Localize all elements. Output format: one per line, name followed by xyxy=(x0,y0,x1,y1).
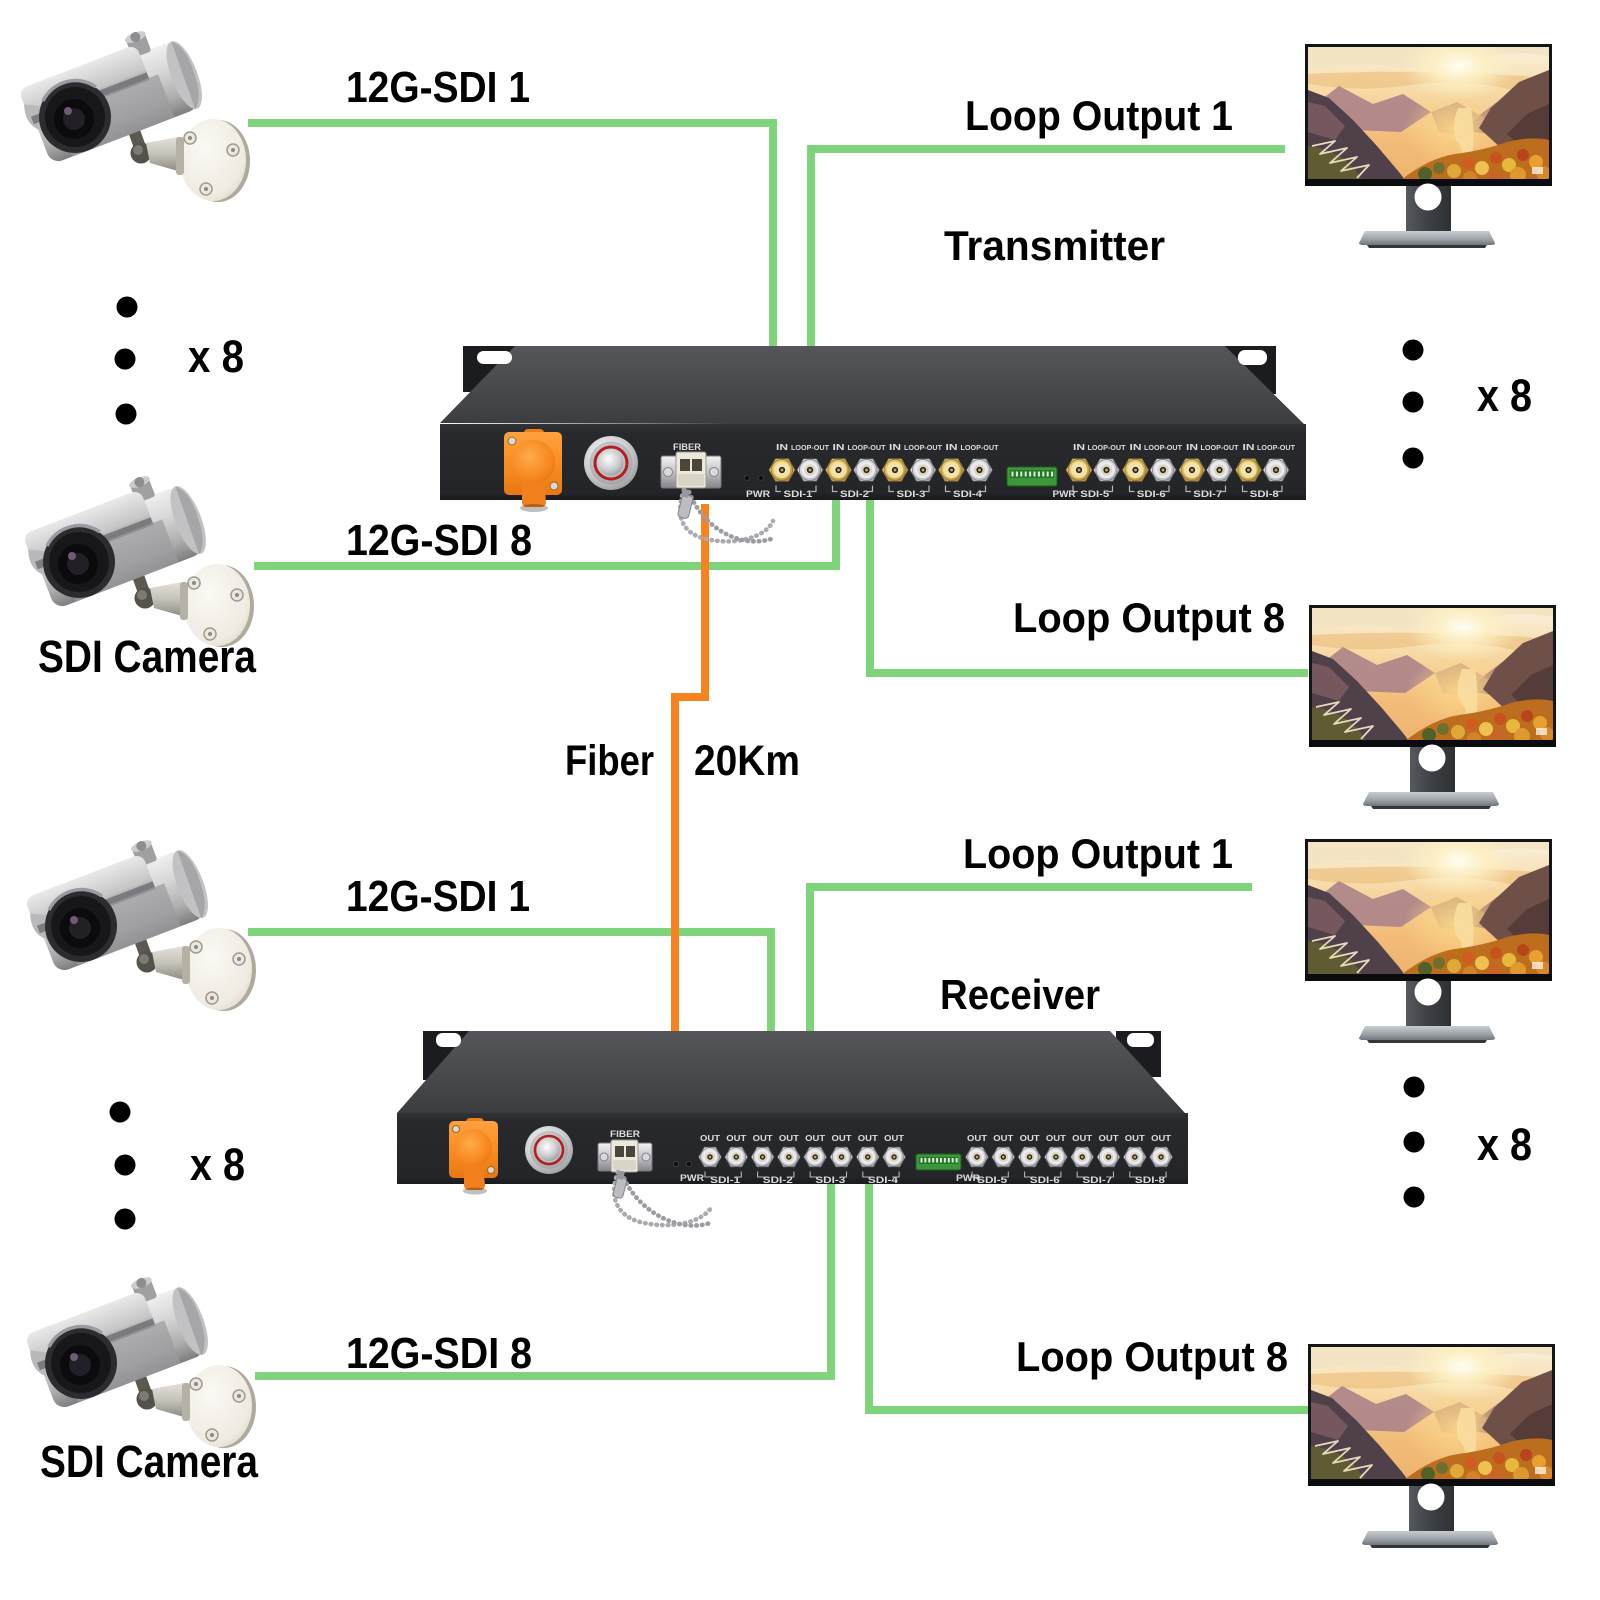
svg-text:SDI-3: SDI-3 xyxy=(897,489,926,500)
svg-text:OUT: OUT xyxy=(753,1133,774,1143)
svg-text:x 8: x 8 xyxy=(1477,1119,1532,1170)
svg-text:OUT: OUT xyxy=(858,1133,879,1143)
svg-text:LOOP-OUT: LOOP-OUT xyxy=(1257,445,1296,452)
svg-text:x 8: x 8 xyxy=(188,331,244,382)
svg-text:SDI Camera: SDI Camera xyxy=(40,1436,259,1487)
svg-text:Loop Output 8: Loop Output 8 xyxy=(1013,594,1285,641)
svg-text:IN: IN xyxy=(946,442,958,452)
svg-text:PWR: PWR xyxy=(746,489,770,500)
svg-text:Loop Output 1: Loop Output 1 xyxy=(965,92,1233,139)
svg-text:SDI-7: SDI-7 xyxy=(1082,1175,1112,1186)
svg-text:OUT: OUT xyxy=(884,1133,905,1143)
svg-text:SDI-5: SDI-5 xyxy=(977,1175,1008,1186)
svg-text:OUT: OUT xyxy=(1125,1133,1146,1143)
svg-text:Fiber: Fiber xyxy=(565,737,654,785)
svg-text:LOOP-OUT: LOOP-OUT xyxy=(1088,445,1127,452)
svg-text:IN: IN xyxy=(833,442,845,452)
svg-text:IN: IN xyxy=(1186,442,1198,452)
svg-text:LOOP-OUT: LOOP-OUT xyxy=(791,445,830,452)
svg-text:12G-SDI 8: 12G-SDI 8 xyxy=(346,1329,532,1378)
svg-text:SDI-6: SDI-6 xyxy=(1137,489,1166,500)
svg-text:IN: IN xyxy=(1130,442,1142,452)
svg-text:x 8: x 8 xyxy=(1477,370,1532,421)
svg-text:SDI-4: SDI-4 xyxy=(868,1175,899,1186)
svg-text:LOOP-OUT: LOOP-OUT xyxy=(848,445,887,452)
svg-text:Receiver: Receiver xyxy=(940,971,1100,1018)
svg-text:IN: IN xyxy=(1073,442,1085,452)
svg-text:Loop Output 1: Loop Output 1 xyxy=(963,830,1233,877)
svg-text:SDI-2: SDI-2 xyxy=(840,489,869,500)
svg-text:LOOP-OUT: LOOP-OUT xyxy=(961,445,1000,452)
svg-text:SDI-8: SDI-8 xyxy=(1135,1175,1165,1186)
svg-text:LOOP-OUT: LOOP-OUT xyxy=(904,445,943,452)
svg-text:OUT: OUT xyxy=(1046,1133,1067,1143)
svg-text:SDI-1: SDI-1 xyxy=(784,489,814,500)
svg-text:OUT: OUT xyxy=(993,1133,1014,1143)
svg-text:PWR: PWR xyxy=(1053,489,1076,500)
svg-text:SDI-3: SDI-3 xyxy=(815,1175,845,1186)
svg-text:SDI-2: SDI-2 xyxy=(763,1175,793,1186)
svg-text:OUT: OUT xyxy=(1020,1133,1041,1143)
svg-text:OUT: OUT xyxy=(779,1133,800,1143)
svg-text:x 8: x 8 xyxy=(190,1139,245,1190)
svg-text:12G-SDI 1: 12G-SDI 1 xyxy=(346,63,530,112)
svg-text:SDI-5: SDI-5 xyxy=(1080,489,1110,500)
svg-text:SDI-4: SDI-4 xyxy=(953,489,983,500)
svg-text:OUT: OUT xyxy=(1072,1133,1093,1143)
svg-text:OUT: OUT xyxy=(967,1133,988,1143)
svg-text:PWR: PWR xyxy=(680,1173,704,1184)
svg-text:OUT: OUT xyxy=(1151,1133,1172,1143)
svg-text:IN: IN xyxy=(776,442,788,452)
svg-text:FIBER: FIBER xyxy=(673,442,702,452)
svg-text:IN: IN xyxy=(889,442,901,452)
svg-text:Loop Output 8: Loop Output 8 xyxy=(1016,1333,1288,1380)
svg-text:OUT: OUT xyxy=(700,1133,721,1143)
svg-text:20Km: 20Km xyxy=(694,737,800,785)
svg-text:OUT: OUT xyxy=(726,1133,747,1143)
svg-text:12G-SDI 8: 12G-SDI 8 xyxy=(346,516,532,565)
svg-text:12G-SDI 1: 12G-SDI 1 xyxy=(346,872,530,921)
svg-text:OUT: OUT xyxy=(1099,1133,1120,1143)
svg-text:SDI-1: SDI-1 xyxy=(710,1175,741,1186)
svg-text:IN: IN xyxy=(1243,442,1255,452)
svg-text:LOOP-OUT: LOOP-OUT xyxy=(1201,445,1240,452)
svg-text:OUT: OUT xyxy=(805,1133,826,1143)
svg-text:LOOP-OUT: LOOP-OUT xyxy=(1144,445,1183,452)
svg-text:OUT: OUT xyxy=(832,1133,853,1143)
svg-text:PWR: PWR xyxy=(956,1173,980,1184)
svg-text:SDI-6: SDI-6 xyxy=(1030,1175,1060,1186)
svg-text:SDI-8: SDI-8 xyxy=(1250,489,1279,500)
svg-text:FIBER: FIBER xyxy=(610,1129,640,1140)
svg-text:SDI Camera: SDI Camera xyxy=(38,631,257,682)
svg-text:Transmitter: Transmitter xyxy=(944,222,1165,269)
svg-text:SDI-7: SDI-7 xyxy=(1193,489,1222,500)
